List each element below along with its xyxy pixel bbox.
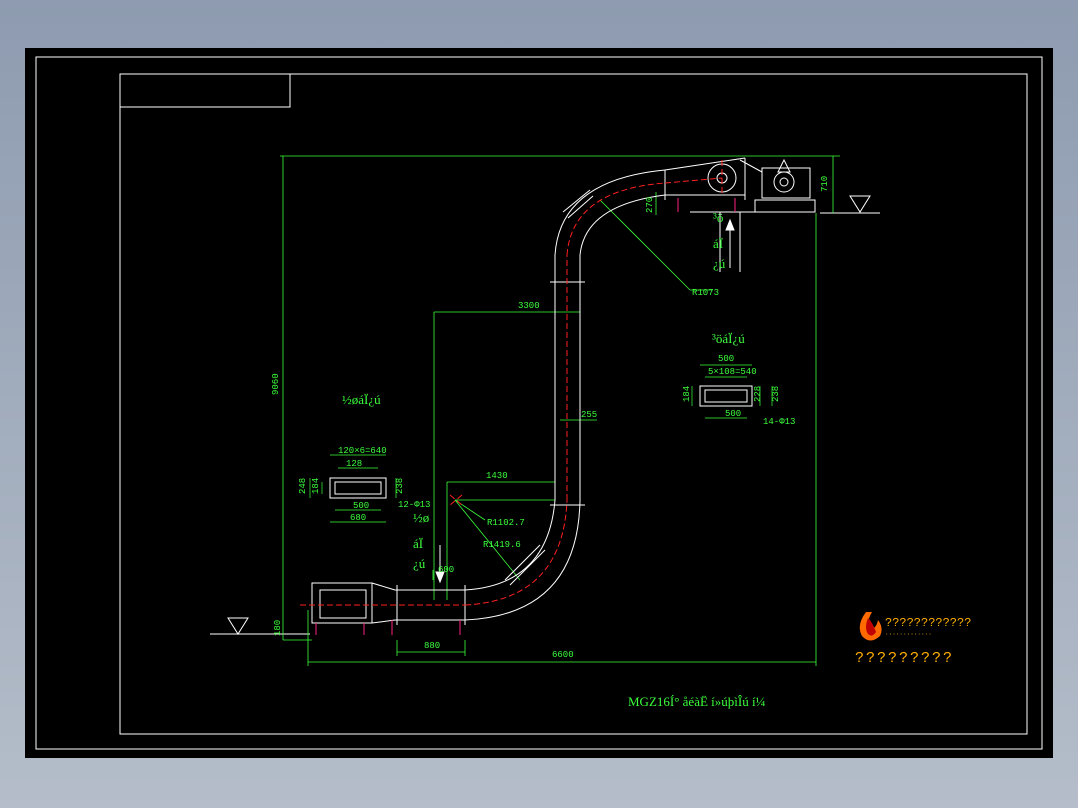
inner-frame	[119, 73, 1028, 735]
label-outlet-mark-1: ³ö	[713, 210, 723, 225]
dimension-lines	[280, 155, 840, 666]
logo-dots: ·············	[885, 631, 932, 638]
right-flange-h3: 238	[771, 386, 781, 402]
right-flange-holes: 14-Φ13	[763, 417, 795, 427]
label-inlet-group: ½øáÏ¿ú	[342, 392, 381, 407]
dim-top-270: 270	[645, 197, 655, 213]
dim-top-710: 710	[820, 176, 830, 192]
left-flange-h1: 248	[298, 478, 308, 494]
inlet-flange-dims	[309, 454, 397, 523]
left-flange-680: 680	[350, 513, 366, 523]
left-flange-top: 120×6=640	[338, 446, 387, 456]
logo-line-1: ????????????	[885, 616, 971, 630]
left-flange-h2: 184	[311, 478, 321, 494]
outer-frame	[35, 56, 1043, 750]
label-inlet-note: ½ø	[413, 510, 430, 525]
dim-inlet-length: 880	[424, 641, 440, 651]
dim-inlet-600: 600	[438, 565, 454, 575]
dim-radius-inner: R1102.7	[487, 518, 525, 528]
left-flange-holes: 12-Φ13	[398, 500, 430, 510]
logo-flame-icon	[859, 612, 882, 641]
right-flange-top: 500	[718, 354, 734, 364]
dim-total-width: 6600	[552, 650, 574, 660]
outlet-flange-dims	[691, 364, 773, 419]
dim-radius-outer: R1419.6	[483, 540, 521, 550]
left-flange-500: 500	[353, 501, 369, 511]
left-flange-128: 128	[346, 459, 362, 469]
label-outlet-mark-3: ¿ú	[713, 256, 726, 271]
left-flange-h3: 238	[395, 478, 405, 494]
right-flange-h1: 184	[682, 386, 692, 402]
dim-3300: 3300	[518, 301, 540, 311]
right-flange-sub: 5×108=540	[708, 367, 757, 377]
chain-centerline	[300, 160, 723, 606]
dim-total-height: 9060	[271, 373, 281, 395]
logo-line-2: ?????????	[855, 650, 954, 667]
inlet-flange-detail	[329, 477, 387, 499]
label-inlet-mark-1: áÏ	[413, 536, 423, 551]
dim-base-180: 180	[273, 620, 283, 636]
label-outlet-group: ³öáÏ¿ú	[712, 331, 745, 346]
drawing-area	[25, 48, 1053, 758]
ground-level-right-icon	[820, 195, 880, 214]
right-flange-500: 500	[725, 409, 741, 419]
title-box	[119, 73, 291, 108]
support-legs	[315, 198, 736, 635]
right-flange-h2: 228	[753, 386, 763, 402]
label-inlet-mark-2: ¿ú	[413, 556, 426, 571]
flow-arrow-outlet-icon	[725, 218, 735, 268]
ground-level-left-icon	[210, 617, 310, 635]
label-outlet-mark-2: áÏ	[713, 236, 723, 251]
dim-1430: 1430	[486, 471, 508, 481]
drawing-title: MGZ16Í° åéàË í»úþìÎú í¼	[628, 694, 766, 709]
dim-radius-top: R1073	[692, 288, 719, 298]
dim-255: 255	[581, 410, 597, 420]
outlet-flange-detail	[699, 385, 753, 407]
flow-arrow-inlet-icon	[435, 545, 445, 584]
